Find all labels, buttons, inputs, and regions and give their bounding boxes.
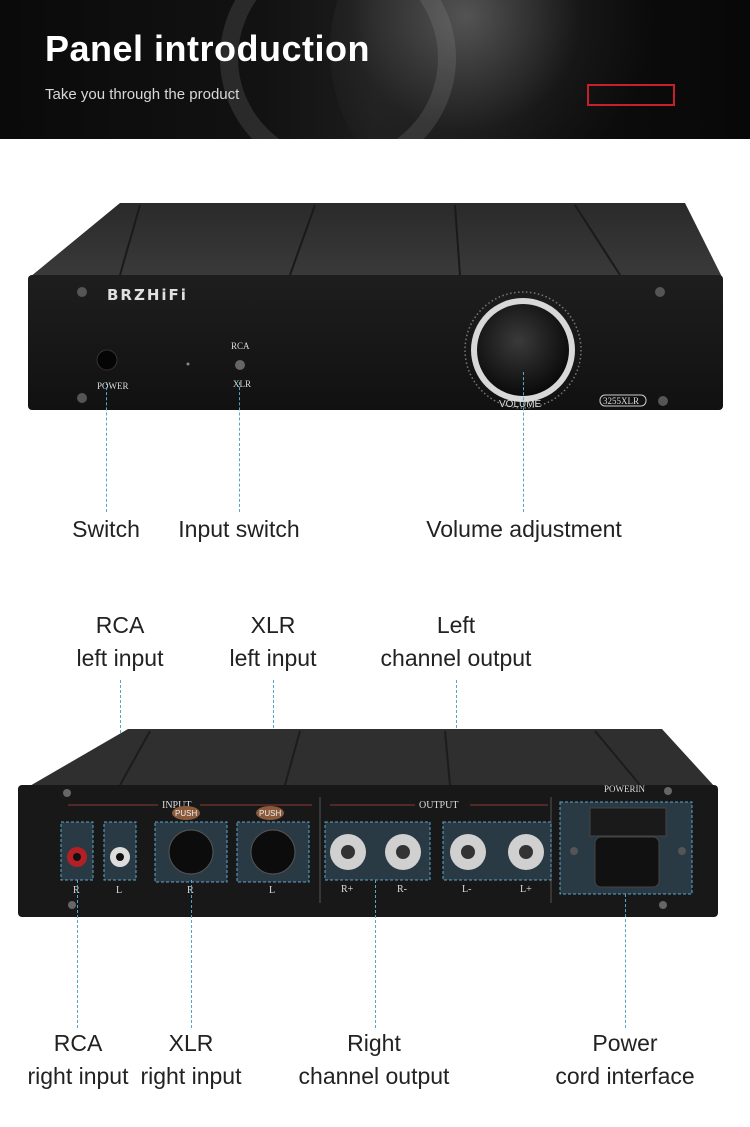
page-subtitle: Take you through the product [45,86,240,103]
out-lm-text: L- [462,884,471,895]
rca-right-input-label-line2: right input [27,1063,129,1089]
rca-left-input-label-line2: left input [76,645,164,671]
xlr-left-input-label-line2: left input [229,645,317,671]
volume-callout-line [523,372,524,512]
out-rp-text: R+ [341,884,354,895]
volume-adjustment-label: Volume adjustment [426,516,622,542]
xlr-right-input-label-line2: right input [140,1063,242,1089]
right-output-callout-line [375,880,376,1028]
rear-panel-image: INPUT OUTPUT POWERIN R L PUSH PUSH R L R… [18,729,718,917]
page-title: Panel introduction [45,28,371,69]
power-callout-line [625,894,626,1028]
push-text-right: PUSH [175,809,197,818]
switch-callout-line [106,382,107,512]
powerin-text: POWERIN [604,784,645,794]
switch-label: Switch [72,516,140,542]
out-rm-text: R- [397,884,407,895]
xlr-right-input-label-line1: XLR [168,1030,214,1056]
right-channel-output-label-line2: channel output [298,1063,450,1089]
output-text: OUTPUT [419,800,458,811]
volume-text: VOLUME [499,399,542,410]
xlr-l-text: L [269,885,275,896]
red-frame [587,84,675,106]
rca-right-callout-line [77,880,78,1028]
rca-l-text: L [116,885,122,896]
xlr-left-input-label-line1: XLR [250,612,296,638]
right-channel-output-label-line1: Right [347,1030,401,1056]
power-cord-label-line2: cord interface [555,1063,695,1089]
rca-right-input-label-line1: RCA [53,1030,103,1056]
xlr-right-callout-line [191,880,192,1028]
left-channel-output-label-line1: Left [436,612,476,638]
brand-logo: BRZHiFi [107,286,188,304]
xlr-r-text: R [187,885,194,896]
input-switch-callout-line [239,382,240,512]
power-cord-label-line1: Power [592,1030,658,1056]
left-channel-output-label-line2: channel output [380,645,532,671]
input-text: INPUT [162,800,191,811]
power-text: POWER [97,381,129,391]
xlr-text: XLR [233,379,251,389]
out-lp-text: L+ [520,884,532,895]
rca-left-input-label-line1: RCA [95,612,145,638]
model-text: 3255XLR [603,396,639,406]
rca-r-text: R [73,885,80,896]
header-banner: Panel introduction Take you through the … [0,0,750,139]
push-text-left: PUSH [259,809,281,818]
front-panel-image: BRZHiFi POWER RCA XLR VOLUME 3255XLR [28,203,723,410]
input-switch-label: Input switch [178,516,300,542]
rca-text: RCA [231,341,250,351]
